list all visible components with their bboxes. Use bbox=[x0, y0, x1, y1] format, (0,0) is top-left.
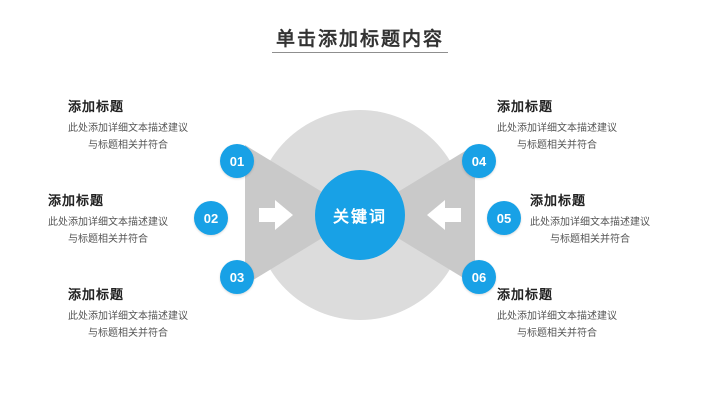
step-badge-04: 04 bbox=[462, 144, 496, 178]
left-funnel-shape bbox=[245, 145, 360, 285]
slide-title: 单击添加标题内容 bbox=[275, 29, 444, 50]
block-heading: 添加标题 bbox=[530, 193, 587, 208]
block-desc-line2: 与标题相关并符合 bbox=[88, 140, 168, 151]
block-desc: 此处添加详细文本描述建议 与标题相关并符合 bbox=[497, 308, 617, 342]
info-block-1: 添加标题 此处添加详细文本描述建议 与标题相关并符合 bbox=[68, 96, 248, 154]
block-heading: 添加标题 bbox=[68, 287, 125, 302]
block-desc: 此处添加详细文本描述建议 与标题相关并符合 bbox=[48, 214, 168, 248]
block-desc-line2: 与标题相关并符合 bbox=[550, 234, 630, 245]
step-badge-02: 02 bbox=[194, 201, 228, 235]
block-desc: 此处添加详细文本描述建议 与标题相关并符合 bbox=[497, 120, 617, 154]
block-heading: 添加标题 bbox=[497, 287, 554, 302]
step-badge-01: 01 bbox=[220, 144, 254, 178]
info-block-2: 添加标题 此处添加详细文本描述建议 与标题相关并符合 bbox=[48, 190, 228, 248]
step-badge-06: 06 bbox=[462, 260, 496, 294]
block-desc-line1: 此处添加详细文本描述建议 bbox=[530, 217, 650, 228]
block-desc-line1: 此处添加详细文本描述建议 bbox=[497, 311, 617, 322]
block-desc-line1: 此处添加详细文本描述建议 bbox=[68, 123, 188, 134]
info-block-6: 添加标题 此处添加详细文本描述建议 与标题相关并符合 bbox=[497, 284, 677, 342]
keyword-label: 关键词 bbox=[332, 209, 387, 226]
info-block-5: 添加标题 此处添加详细文本描述建议 与标题相关并符合 bbox=[530, 190, 710, 248]
hub-diagram bbox=[245, 110, 475, 320]
right-funnel-shape bbox=[360, 145, 475, 285]
block-desc-line1: 此处添加详细文本描述建议 bbox=[48, 217, 168, 228]
block-heading: 添加标题 bbox=[497, 99, 554, 114]
block-desc-line1: 此处添加详细文本描述建议 bbox=[68, 311, 188, 322]
info-block-3: 添加标题 此处添加详细文本描述建议 与标题相关并符合 bbox=[68, 284, 248, 342]
block-desc-line2: 与标题相关并符合 bbox=[88, 328, 168, 339]
block-desc-line2: 与标题相关并符合 bbox=[68, 234, 148, 245]
step-badge-05: 05 bbox=[487, 201, 521, 235]
arrow-right-icon bbox=[259, 200, 293, 230]
title-underline bbox=[272, 52, 448, 53]
info-block-4: 添加标题 此处添加详细文本描述建议 与标题相关并符合 bbox=[497, 96, 677, 154]
keyword-circle bbox=[315, 170, 405, 260]
step-badge-03: 03 bbox=[220, 260, 254, 294]
block-heading: 添加标题 bbox=[68, 99, 125, 114]
arrow-left-icon bbox=[427, 200, 461, 230]
block-desc-line1: 此处添加详细文本描述建议 bbox=[497, 123, 617, 134]
block-desc: 此处添加详细文本描述建议 与标题相关并符合 bbox=[530, 214, 650, 248]
block-desc: 此处添加详细文本描述建议 与标题相关并符合 bbox=[68, 308, 188, 342]
block-desc-line2: 与标题相关并符合 bbox=[517, 328, 597, 339]
block-desc: 此处添加详细文本描述建议 与标题相关并符合 bbox=[68, 120, 188, 154]
block-desc-line2: 与标题相关并符合 bbox=[517, 140, 597, 151]
block-heading: 添加标题 bbox=[48, 193, 105, 208]
